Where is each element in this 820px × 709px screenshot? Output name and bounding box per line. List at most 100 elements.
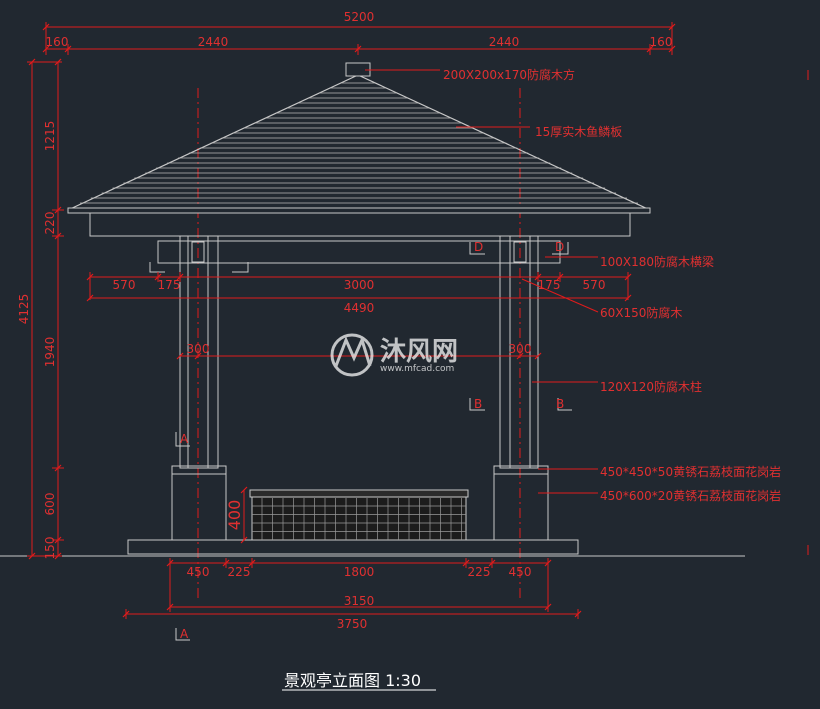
dimension-tick <box>166 559 174 567</box>
roof-fascia <box>89 212 631 237</box>
label-cap-stone: 450*450*50黄锈石荔枝面花岗岩 <box>600 464 781 479</box>
dimension-ticks <box>28 23 676 618</box>
right-column <box>499 235 539 469</box>
dimension-tick <box>166 603 174 611</box>
dimension-tick <box>516 352 524 360</box>
dim-text-mid-right: 300 <box>509 342 532 356</box>
bench-seat <box>249 489 469 498</box>
dimension-tick <box>64 45 72 53</box>
dimension-tick <box>54 58 62 66</box>
bracket <box>469 242 485 255</box>
dim-text-left-gap: 225 <box>228 565 251 579</box>
dimension-tick <box>54 536 62 544</box>
watermark-logo-icon <box>330 333 374 377</box>
dim-text-inner: 3150 <box>344 594 375 608</box>
dimension-tick <box>534 352 542 360</box>
dimension-tick <box>556 273 564 281</box>
watermark: 沐风网 www.mfcad.com <box>330 333 458 377</box>
watermark-brand: 沐风网 <box>380 337 458 367</box>
label-beam: 100X180防腐木横梁 <box>600 254 714 269</box>
dimension-tick <box>354 45 362 53</box>
dimension-tick <box>544 603 552 611</box>
bench-grid <box>252 498 466 540</box>
dim-text-total: 4125 <box>17 294 31 325</box>
dim-text-left-span: 2440 <box>198 35 229 49</box>
bracket <box>149 262 165 273</box>
section-mark-a-bottom: A <box>180 627 189 641</box>
dimension-tick <box>176 273 184 281</box>
bracket <box>469 398 485 411</box>
right-brace-block <box>513 241 527 263</box>
dim-text-beam-left-outer: 570 <box>113 278 136 292</box>
dim-text-beam-left-inner: 175 <box>158 278 181 292</box>
dim-text-right-edge: 160 <box>650 35 673 49</box>
section-mark-d-left: D <box>474 240 483 254</box>
dim-text-base: 600 <box>43 493 57 516</box>
section-mark-letters: A A B B D D <box>180 240 564 641</box>
dim-text-right-base: 450 <box>509 565 532 579</box>
bracket <box>552 242 569 255</box>
bracket <box>232 262 249 273</box>
dimension-tick <box>54 464 62 472</box>
dim-text-left-edge: 160 <box>46 35 69 49</box>
roof-shingle-lines <box>79 82 638 204</box>
dimension-tick <box>646 45 654 53</box>
dimension-tick <box>574 610 582 618</box>
dimension-tick <box>544 559 552 567</box>
frame <box>0 235 745 557</box>
dimension-tick <box>28 58 36 66</box>
dimension-tick <box>240 486 248 494</box>
left-brace-block <box>191 241 205 263</box>
dimension-tick <box>28 552 36 560</box>
label-cap: 200X200x170防腐木方 <box>443 67 575 82</box>
dimension-tick <box>248 559 256 567</box>
dim-text-right-gap: 225 <box>468 565 491 579</box>
section-mark-a-left: A <box>180 432 189 446</box>
dimension-tick <box>462 559 470 567</box>
roof <box>67 62 651 237</box>
dim-text-roof: 1215 <box>43 121 57 152</box>
dimension-tick <box>222 559 230 567</box>
dimension-tick <box>488 559 496 567</box>
dimension-tick <box>54 206 62 214</box>
section-mark-d-right: D <box>555 240 564 254</box>
watermark-logo-icon <box>334 335 372 367</box>
dimension-tick <box>240 536 248 544</box>
dimension-tick <box>668 23 676 31</box>
eave-board <box>67 207 651 214</box>
dim-text-beam-overall: 4490 <box>344 301 375 315</box>
dimension-tick <box>86 294 94 302</box>
dim-text-plinth: 150 <box>43 537 57 560</box>
label-column: 120X120防腐木柱 <box>600 379 702 394</box>
leader-brace <box>521 278 599 313</box>
section-brackets <box>149 242 572 641</box>
dimension-tick <box>194 352 202 360</box>
section-mark-b-right: B <box>556 397 564 411</box>
label-roof: 15厚实木鱼鳞板 <box>535 124 622 139</box>
bracket <box>175 628 190 641</box>
dim-text-eave: 220 <box>43 212 57 235</box>
bracket <box>175 432 190 447</box>
dimension-text: 5200 160 2440 2440 160 4125 1215 220 194… <box>17 10 672 631</box>
watermark-url: www.mfcad.com <box>380 364 454 374</box>
dim-text-beam-middle: 3000 <box>344 278 375 292</box>
material-labels: 200X200x170防腐木方 15厚实木鱼鳞板 100X180防腐木横梁 60… <box>443 67 781 503</box>
bracket <box>557 398 572 411</box>
label-base-stone: 450*600*20黄锈石荔枝面花岗岩 <box>600 488 781 503</box>
bench <box>249 489 469 541</box>
dimension-tick <box>668 45 676 53</box>
dim-text-beam-right-inner: 175 <box>538 278 561 292</box>
dim-text-bench: 1800 <box>344 565 375 579</box>
dimension-tick <box>176 352 184 360</box>
dim-text-column: 1940 <box>43 337 57 368</box>
dimension-tick <box>534 273 542 281</box>
dim-text-beam-right-outer: 570 <box>583 278 606 292</box>
dim-text-right-span: 2440 <box>489 35 520 49</box>
drawing-title: 景观亭立面图 1:30 <box>284 671 421 690</box>
dim-text-outer: 3750 <box>337 617 368 631</box>
dim-text-overall: 5200 <box>344 10 375 24</box>
dimension-tick <box>54 232 62 240</box>
dimension-tick <box>154 273 162 281</box>
label-brace: 60X150防腐木 <box>600 305 682 320</box>
